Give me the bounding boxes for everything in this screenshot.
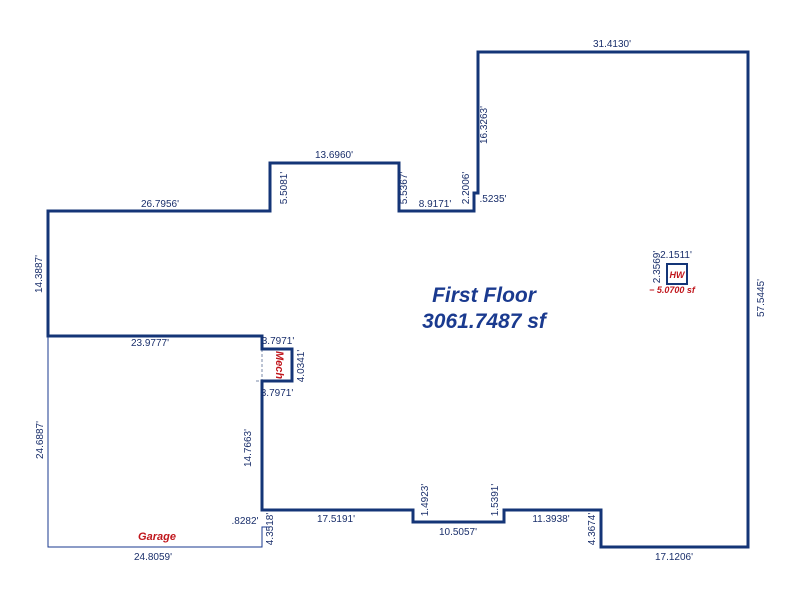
dim-step-up: 2.2006' — [461, 172, 472, 205]
dim-top-right: 31.4130' — [593, 39, 631, 50]
garage-outline — [47, 336, 270, 548]
dim-top-mid: 8.9171' — [419, 199, 452, 210]
dim-step-small: .5235' — [480, 194, 507, 205]
dim-garage-top: 23.9777' — [131, 338, 169, 349]
dim-notch-right: 1.5391' — [490, 484, 501, 517]
dim-bottom-right: 17.1206' — [655, 552, 693, 563]
dim-step-right: 4.3674' — [587, 513, 598, 546]
hw-area: − 5.0700 sf — [649, 285, 696, 295]
dim-mech-side: 4.0341' — [296, 350, 307, 383]
dim-left-side: 14.3887' — [34, 255, 45, 293]
mech-label: Mech — [273, 351, 285, 379]
dim-mech-top: 3.7971' — [262, 336, 295, 347]
dim-mech-bottom: 3.7971' — [261, 388, 294, 399]
dim-bump-right: 5.5367' — [399, 172, 410, 205]
dim-notch-left: 1.4923' — [420, 484, 431, 517]
dim-tower-left: 16.3263' — [479, 106, 490, 144]
dim-bottom-mid-right: 11.3938' — [532, 514, 569, 525]
first-floor-outline — [46, 50, 750, 549]
floor-name: First Floor — [432, 284, 538, 307]
garage-label: Garage — [138, 531, 176, 543]
dim-notch-bottom: 10.5057' — [439, 527, 477, 538]
dim-hw-width: 2.1511' — [660, 250, 692, 261]
dim-bump-left: 5.5081' — [279, 172, 290, 205]
hw-box — [666, 263, 688, 285]
dim-garage-left: 24.6887' — [35, 421, 46, 459]
dim-garage-bottom: 24.8059' — [134, 552, 172, 563]
dim-right-side: 57.5445' — [756, 279, 767, 317]
dim-hw-height: 2.3569' — [652, 251, 663, 284]
dim-bottom-left: 17.5191' — [317, 514, 355, 525]
dim-garage-step: 4.3518' — [265, 513, 276, 546]
dim-bump-top: 13.6960' — [315, 150, 353, 161]
dim-top-left: 26.7956' — [141, 199, 179, 210]
floor-area: 3061.7487 sf — [422, 310, 548, 333]
dim-garage-corner: .8282' — [232, 516, 259, 527]
dim-left-wall-lower: 14.7663' — [243, 429, 254, 467]
hw-label: HW — [670, 270, 686, 280]
